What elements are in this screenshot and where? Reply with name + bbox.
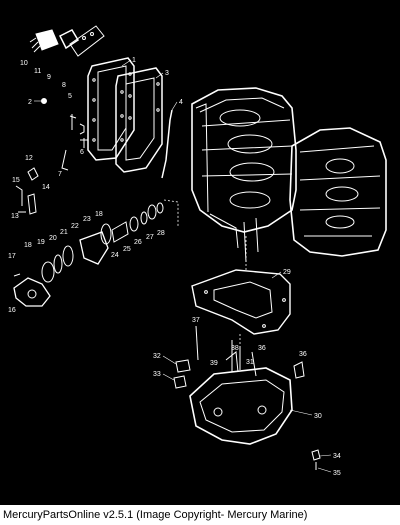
callout-25: 25	[123, 246, 131, 253]
callout-36b: 36	[299, 351, 307, 358]
callout-5: 5	[68, 93, 72, 100]
fastener-parts	[41, 98, 88, 171]
callout-7: 7	[58, 171, 62, 178]
callout-33: 33	[153, 371, 161, 378]
callout-9: 9	[47, 74, 51, 81]
callout-37: 37	[192, 317, 200, 324]
callout-18: 18	[24, 242, 32, 249]
fitting-parts	[173, 325, 321, 470]
callout-24: 24	[111, 252, 119, 259]
callout-6: 6	[80, 149, 84, 156]
callout-34: 34	[333, 453, 341, 460]
callout-26: 26	[134, 239, 142, 246]
callout-38: 38	[231, 345, 239, 352]
crankcase-cover-part	[289, 127, 387, 257]
pump-assembly-part	[13, 202, 164, 307]
gasket-29-part	[191, 269, 291, 335]
callout-31: 31	[246, 359, 254, 366]
small-hardware-part	[15, 167, 39, 215]
callout-18b: 18	[95, 211, 103, 218]
callout-23: 23	[83, 216, 91, 223]
callout-1: 1	[132, 57, 136, 64]
callout-27: 27	[146, 234, 154, 241]
callout-13: 13	[11, 213, 19, 220]
callout-14: 14	[42, 184, 50, 191]
cover-plate-part	[115, 67, 163, 173]
exploded-parts-diagram: 1 2 3 4 5 6 7 8 9 10 11 12 13 14 15 16 1…	[8, 25, 387, 477]
copyright-caption: MercuryPartsOnline v2.5.1 (Image Copyrig…	[0, 505, 400, 525]
callout-4: 4	[179, 99, 183, 106]
gasket-part	[87, 57, 135, 161]
callout-32: 32	[153, 353, 161, 360]
callout-29: 29	[283, 269, 291, 276]
leader-lines	[34, 59, 332, 473]
callout-16: 16	[8, 307, 16, 314]
callout-21: 21	[60, 229, 68, 236]
callout-12: 12	[25, 155, 33, 162]
callout-17: 17	[8, 253, 16, 260]
seal-strip-part	[161, 109, 173, 179]
callout-35: 35	[333, 470, 341, 477]
callout-10: 10	[20, 60, 28, 67]
callout-20: 20	[49, 235, 57, 242]
alignment-lines	[163, 199, 247, 344]
callout-28: 28	[157, 230, 165, 237]
reed-block-part	[29, 25, 105, 57]
callout-2: 2	[28, 99, 32, 106]
callout-15: 15	[12, 177, 20, 184]
callout-36: 36	[258, 345, 266, 352]
callout-11: 11	[34, 68, 41, 75]
cylinder-block-part	[191, 87, 297, 263]
callout-8: 8	[62, 82, 66, 89]
end-cap-30-part	[189, 340, 293, 445]
callout-19: 19	[37, 239, 45, 246]
callout-30: 30	[314, 413, 322, 420]
callout-3: 3	[165, 70, 169, 77]
callout-22: 22	[71, 223, 79, 230]
callout-39: 39	[210, 360, 218, 367]
